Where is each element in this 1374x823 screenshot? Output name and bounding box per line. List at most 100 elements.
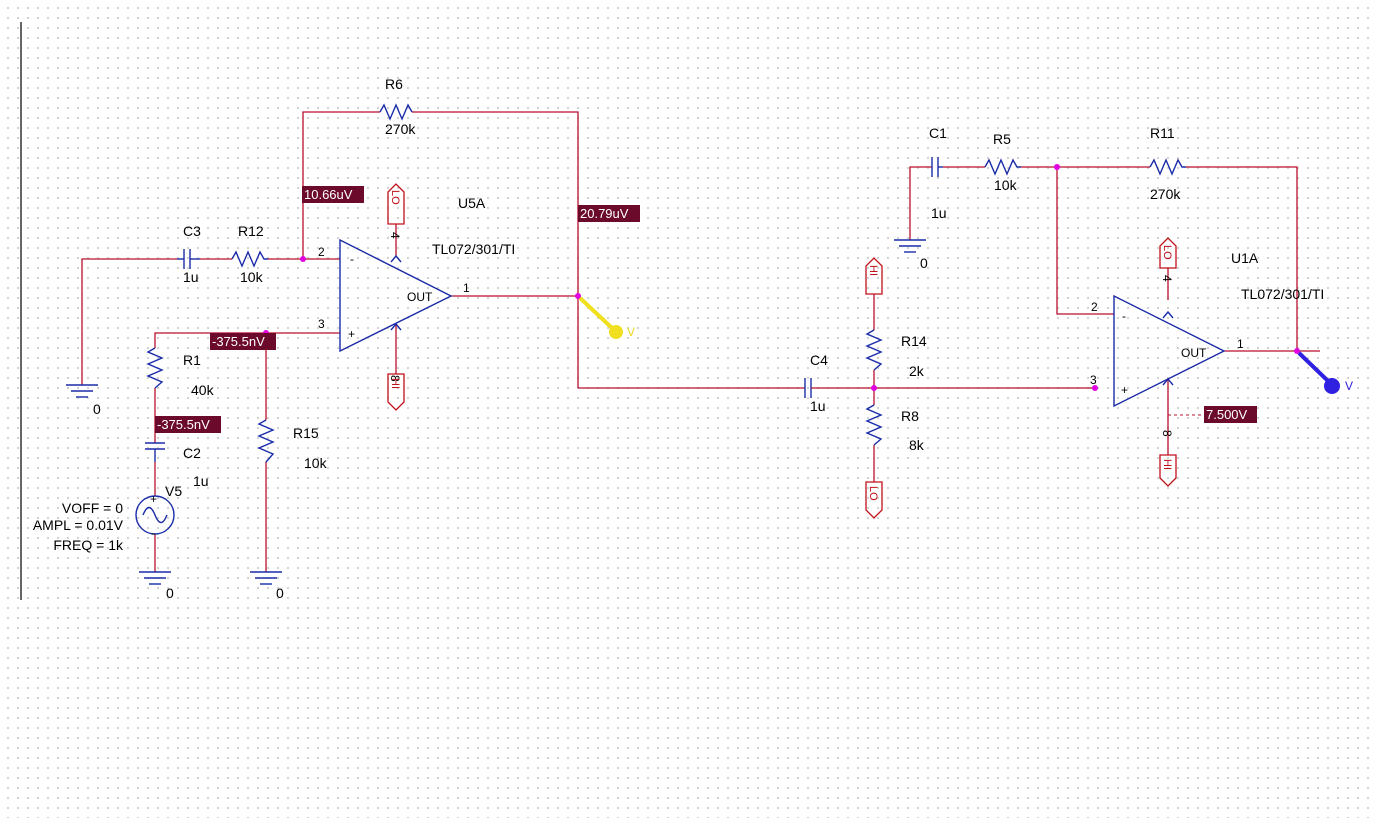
r15-value: 10k: [304, 455, 328, 471]
c1-ref: C1: [929, 125, 947, 141]
capacitor-c1-symbol[interactable]: [931, 157, 943, 177]
ground-2-label: 0: [166, 585, 174, 601]
voltage-marker-3-text: -375.5nV: [212, 334, 265, 349]
v5-plus-sign: +: [150, 492, 157, 506]
probe-2-label: V: [1345, 379, 1353, 393]
resistor-r8-symbol[interactable]: [865, 404, 883, 446]
u1a-port-lo-text: LO: [1161, 245, 1173, 260]
r6-ref: R6: [385, 76, 403, 92]
c2-value: 1u: [193, 473, 209, 489]
u1a-pin-2: 2: [1091, 300, 1098, 314]
voltage-marker-5[interactable]: 7.500V: [1204, 406, 1257, 423]
opamp-u5a[interactable]: - + OUT 2 3 1 4 8: [318, 232, 470, 382]
voltage-marker-2-text: 20.79uV: [580, 206, 629, 221]
u1a-pin-8: 8: [1160, 430, 1174, 437]
u5a-port-hi[interactable]: HI: [387, 373, 405, 411]
u1a-pin-4: 4: [1160, 275, 1174, 282]
v5-ampl: AMPL = 0.01V: [33, 517, 124, 533]
resistor-r5-symbol[interactable]: [984, 158, 1021, 176]
c4-value: 1u: [810, 398, 826, 414]
u1a-minus-sign: -: [1122, 309, 1126, 323]
c4-ref: C4: [810, 352, 828, 368]
r14-value: 2k: [909, 363, 925, 379]
ground-1: [66, 384, 98, 398]
u1a-ref: U1A: [1231, 250, 1259, 266]
voltage-marker-2[interactable]: 20.79uV: [578, 205, 640, 222]
r5-ref: R5: [993, 131, 1011, 147]
voltage-probe-1[interactable]: V: [578, 296, 635, 339]
r1-value: 40k: [191, 382, 215, 398]
capacitor-c3-symbol[interactable]: [177, 249, 200, 269]
v5-freq: FREQ = 1k: [53, 537, 124, 553]
u1a-port-hi-text: HI: [1161, 459, 1173, 470]
opamp-u1a[interactable]: - + OUT 2 3 1 4 8: [1090, 275, 1244, 437]
u5a-port-lo[interactable]: LO: [387, 183, 405, 225]
c3-value: 1u: [183, 269, 199, 285]
voltage-marker-1-text: 10.66uV: [304, 187, 353, 202]
resistor-r14-symbol[interactable]: [865, 329, 883, 371]
coupling-network: C4 1u HI R14 2k R8 8k LO: [804, 257, 1095, 519]
voltage-marker-1[interactable]: 10.66uV: [302, 186, 364, 203]
c1-value: 1u: [931, 205, 947, 221]
resistor-r6-symbol[interactable]: [379, 103, 413, 121]
u5a-port-hi-text: HI: [389, 378, 401, 389]
u5a-pin-8: 8: [388, 375, 402, 382]
u1a-model: TL072/301/TI: [1241, 286, 1324, 302]
coupling-port-lo[interactable]: LO: [865, 481, 883, 519]
u5a-minus-sign: -: [350, 252, 354, 266]
u5a-pin-3: 3: [318, 317, 325, 331]
stage2-nodes: [1054, 164, 1300, 391]
ground-3: [250, 571, 282, 585]
c2-ref: C2: [183, 445, 201, 461]
voltage-source-v5[interactable]: + -: [135, 492, 175, 540]
ground-4: [894, 239, 926, 253]
coupling-port-lo-text: LO: [867, 486, 879, 501]
u1a-plus-sign: +: [1121, 383, 1128, 397]
u5a-pin-4: 4: [388, 232, 402, 239]
r11-value: 270k: [1150, 186, 1181, 202]
u5a-out-label: OUT: [407, 290, 433, 304]
capacitor-c2-symbol[interactable]: [145, 442, 165, 462]
resistor-r1-symbol[interactable]: [146, 347, 164, 389]
capacitor-c4-symbol[interactable]: [804, 378, 812, 398]
coupling-port-hi[interactable]: HI: [865, 257, 883, 295]
r8-ref: R8: [901, 408, 919, 424]
r14-ref: R14: [901, 333, 927, 349]
c3-ref: C3: [183, 223, 201, 239]
voltage-probe-2[interactable]: V: [1297, 351, 1353, 394]
u1a-out-label: OUT: [1181, 346, 1207, 360]
u5a-port-lo-text: LO: [389, 190, 401, 205]
v5-minus-sign: -: [151, 526, 155, 540]
ground-2: [139, 571, 171, 585]
resistor-r11-symbol[interactable]: [1149, 158, 1186, 176]
voltage-marker-4[interactable]: -375.5nV: [155, 416, 221, 433]
coupling-nodes: [871, 385, 877, 391]
ground-1-label: 0: [93, 401, 101, 417]
u1a-port-hi[interactable]: HI: [1159, 454, 1177, 487]
u5a-model: TL072/301/TI: [432, 241, 515, 257]
stage1-wires: [81, 111, 805, 572]
v5-ref: V5: [165, 483, 182, 499]
u5a-ref: U5A: [458, 195, 486, 211]
u1a-pin-1: 1: [1237, 337, 1244, 351]
r12-value: 10k: [240, 269, 264, 285]
u1a-pin-3: 3: [1090, 373, 1097, 387]
probe-1-label: V: [627, 325, 635, 339]
u5a-pin-1: 1: [463, 281, 470, 295]
ground-4-label: 0: [920, 255, 928, 271]
u5a-plus-sign: +: [348, 327, 355, 341]
r15-ref: R15: [293, 425, 319, 441]
voltage-marker-3[interactable]: -375.5nV: [210, 333, 276, 350]
stage1: R6 270k C3 1u R12 10k - + OUT 2 3 1 4 8: [33, 76, 805, 601]
ground-3-label: 0: [276, 585, 284, 601]
u1a-port-lo[interactable]: LO: [1159, 237, 1177, 269]
r1-ref: R1: [183, 352, 201, 368]
stage2: C1 1u R5 10k R11 270k 0 - + OUT 2 3 1 4 …: [894, 125, 1353, 487]
r8-value: 8k: [909, 437, 925, 453]
resistor-r15-symbol[interactable]: [257, 419, 275, 463]
r5-value: 10k: [994, 177, 1018, 193]
voltage-marker-4-text: -375.5nV: [157, 417, 210, 432]
resistor-r12-symbol[interactable]: [231, 250, 268, 268]
